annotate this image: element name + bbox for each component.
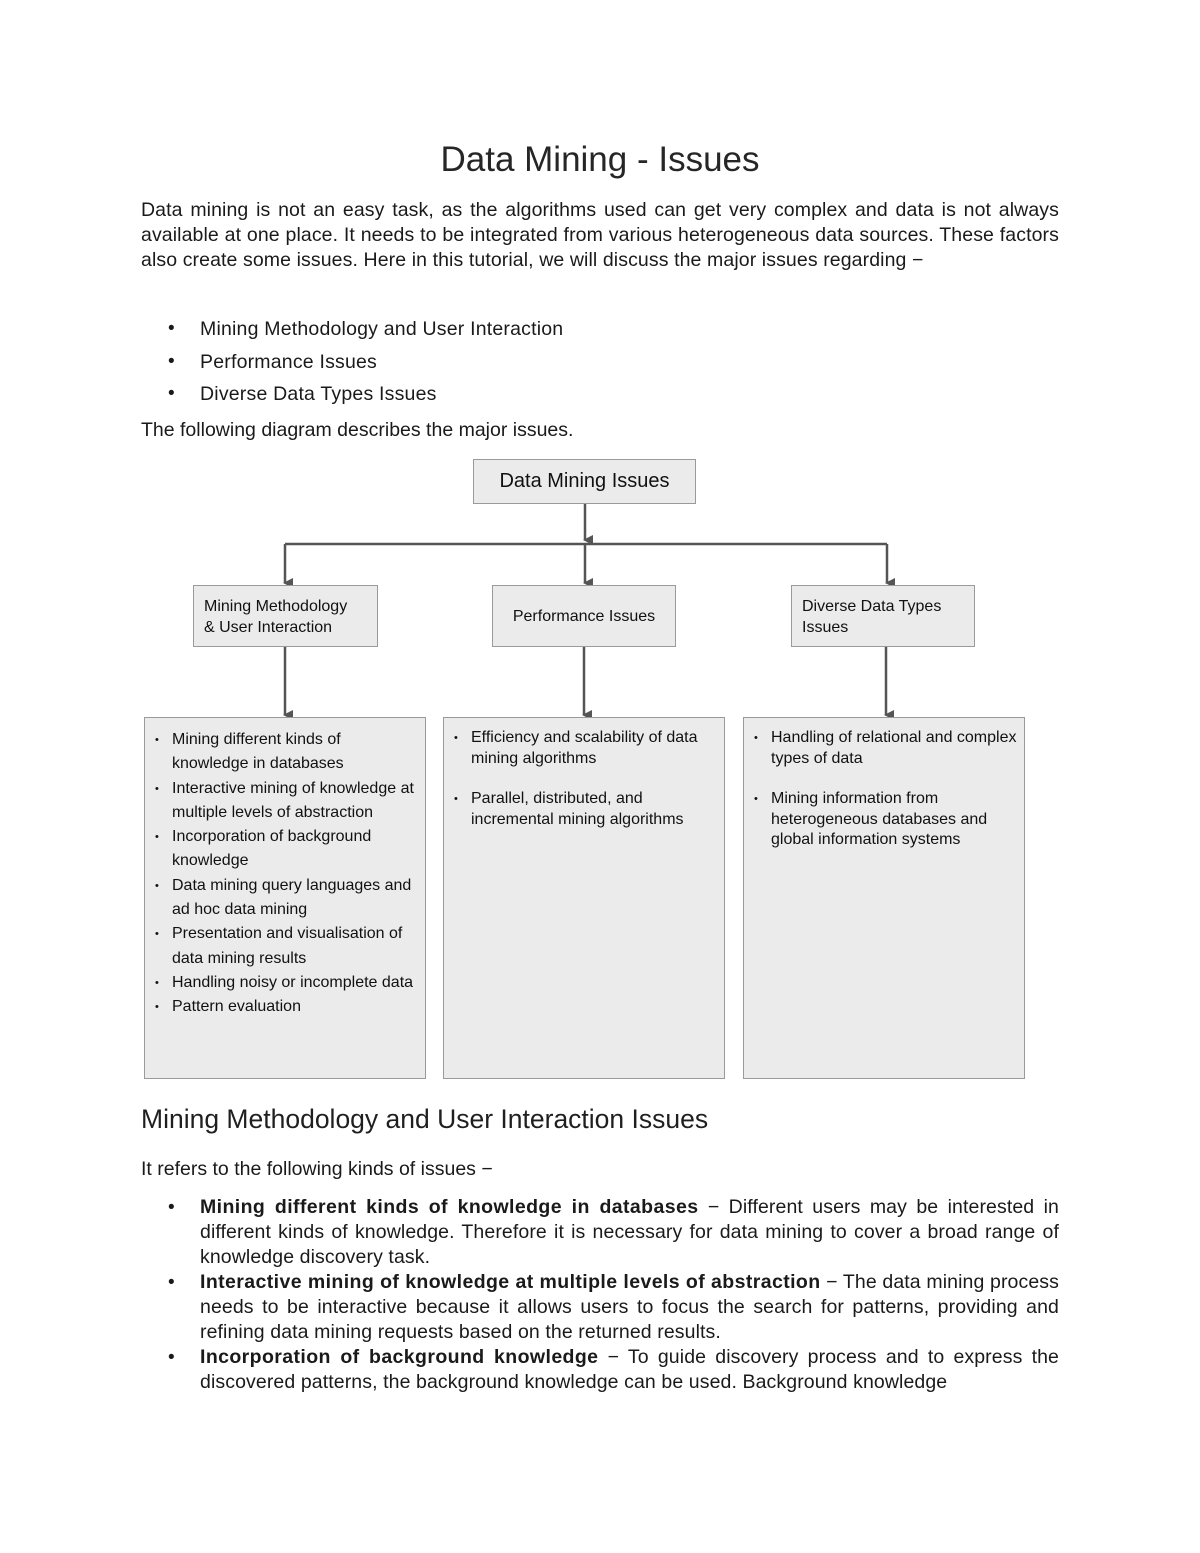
list-item: Efficiency and scalability of data minin… xyxy=(452,728,718,769)
list-item-label: Diverse Data Types Issues xyxy=(200,383,437,405)
list-item: Incorporation of background knowledge xyxy=(153,825,419,874)
list-item: • Diverse Data Types Issues xyxy=(141,381,563,414)
list-item-label: Mining Methodology and User Interaction xyxy=(200,318,564,340)
category-label-line: Issues xyxy=(802,619,849,636)
methodology-details: Mining different kinds of knowledge in d… xyxy=(144,717,426,1079)
category-label-line: & User Interaction xyxy=(204,619,333,636)
issues-diagram: Data Mining Issues Mining Methodology & … xyxy=(141,452,1029,1084)
list-item: Handling noisy or incomplete data xyxy=(153,971,419,996)
bullet-icon: • xyxy=(168,318,175,339)
bullet-icon: • xyxy=(168,1197,175,1218)
list-item: Mining different kinds of knowledge in d… xyxy=(153,728,419,777)
category-node-data-types: Diverse Data Types Issues xyxy=(791,585,975,647)
bullet-icon: • xyxy=(168,1347,175,1368)
bullet-icon: • xyxy=(168,350,175,372)
diagram-connectors xyxy=(283,504,895,720)
issue-category-list: • Mining Methodology and User Interaction… xyxy=(141,316,563,414)
list-item-label: Performance Issues xyxy=(200,350,378,373)
list-item: • Mining different kinds of knowledge in … xyxy=(141,1195,1059,1270)
issue-description: − Different users may be interested in d… xyxy=(200,1196,1059,1268)
issue-description: − The data mining process needs to be in… xyxy=(200,1271,1059,1343)
issue-detail-list: • Mining different kinds of knowledge in … xyxy=(141,1195,1059,1395)
list-item: • Mining Methodology and User Interaction xyxy=(141,316,563,349)
section-lead: It refers to the following kinds of issu… xyxy=(141,1158,493,1180)
issue-term: Mining different kinds of knowledge in d… xyxy=(200,1196,699,1218)
list-item: Parallel, distributed, and incremental m… xyxy=(452,789,718,830)
intro-paragraph: Data mining is not an easy task, as the … xyxy=(141,199,1059,271)
diagram-caption: The following diagram describes the majo… xyxy=(141,419,574,441)
page-title: Data Mining - Issues xyxy=(440,140,760,179)
list-item: Pattern evaluation xyxy=(153,995,419,1020)
data-types-details: Handling of relational and complex types… xyxy=(743,717,1025,1079)
list-item: Data mining query languages and ad hoc d… xyxy=(153,874,419,923)
category-label-line: Mining Methodology xyxy=(204,598,348,615)
category-node-methodology: Mining Methodology & User Interaction xyxy=(193,585,378,647)
issue-term: Incorporation of background knowledge xyxy=(200,1346,599,1368)
list-item: Presentation and visualisation of data m… xyxy=(153,922,419,971)
root-node: Data Mining Issues xyxy=(473,459,696,504)
bullet-icon: • xyxy=(168,1272,175,1293)
category-label-line: Performance Issues xyxy=(512,607,656,625)
list-item: Interactive mining of knowledge at multi… xyxy=(153,777,419,826)
bullet-icon: • xyxy=(168,383,175,404)
list-item: Mining information from heterogeneous da… xyxy=(752,789,1018,851)
list-item: • Performance Issues xyxy=(141,349,563,382)
list-item: • Incorporation of background knowledge −… xyxy=(141,1345,1059,1395)
list-item: • Interactive mining of knowledge at mult… xyxy=(141,1270,1059,1345)
performance-details: Efficiency and scalability of data minin… xyxy=(443,717,725,1079)
issue-description: − To guide discovery process and to expr… xyxy=(200,1346,1059,1393)
section-heading: Mining Methodology and User Interaction … xyxy=(141,1104,709,1134)
category-label-line: Diverse Data Types xyxy=(802,598,942,615)
issue-term: Interactive mining of knowledge at multi… xyxy=(200,1271,821,1293)
category-node-performance: Performance Issues xyxy=(492,585,676,647)
list-item: Handling of relational and complex types… xyxy=(752,728,1018,769)
